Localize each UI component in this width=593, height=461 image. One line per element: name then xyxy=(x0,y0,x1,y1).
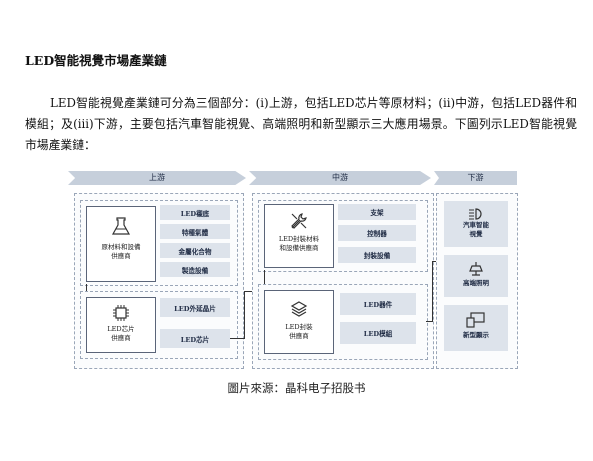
app-new-display: 新型顯示 xyxy=(444,305,508,351)
chip-icon xyxy=(113,305,129,321)
led-chip-supplier: LED芯片 供應商 xyxy=(86,297,156,353)
phase-upstream: 上游 xyxy=(68,171,246,185)
raw-material-supplier: 原材料和設備 供應商 xyxy=(86,206,156,282)
connector-up-mid-v xyxy=(244,291,245,339)
arrow-midstream-down xyxy=(264,270,265,284)
chip-packaging-equipment: 封裝設備 xyxy=(338,247,416,263)
led-packaging-supplier: LED封裝 供應商 xyxy=(264,290,334,354)
chip-controller: 控制器 xyxy=(338,225,416,241)
chip-led-device: LED器件 xyxy=(340,293,416,315)
raw-material-supplier-label-1: 原材料和設備 xyxy=(101,243,141,251)
raw-material-supplier-label-2: 供應商 xyxy=(111,252,131,260)
phase-downstream: 下游 xyxy=(434,171,517,185)
app-automotive-label-1: 汽車智能 xyxy=(463,221,489,229)
led-chip-supplier-label-1: LED芯片 xyxy=(107,325,135,333)
figure-caption: 圖片來源：晶科电子招股书 xyxy=(227,381,366,395)
headlight-icon xyxy=(469,208,482,220)
chip-led-epitaxial-wafer: LED外延晶片 xyxy=(160,298,230,317)
led-packaging-supplier-label-2: 供應商 xyxy=(289,332,309,340)
app-lighting-label: 高端照明 xyxy=(463,279,489,287)
packaging-material-supplier: LED封裝材料 和設備供應商 xyxy=(264,204,334,268)
arrow-upstream-down xyxy=(86,284,87,294)
industry-chain-diagram: 上游 中游 下游 原材料和設備 供應商 LED襯底 特種氣體 金屬化合物 製造設… xyxy=(68,171,518,369)
connector-up-mid-h1 xyxy=(230,338,244,339)
packaging-material-supplier-label-1: LED封裝材料 xyxy=(278,235,320,243)
app-high-end-lighting: 高端照明 xyxy=(444,255,508,297)
led-packaging-supplier-label-1: LED封裝 xyxy=(285,323,313,331)
app-display-label: 新型顯示 xyxy=(463,331,489,339)
body-paragraph: LED智能視覺產業鏈可分為三個部分：(i)上游，包括LED芯片等原材料；(ii)… xyxy=(25,96,577,152)
chip-led-substrate: LED襯底 xyxy=(160,205,230,220)
display-icon xyxy=(466,312,485,328)
chip-led-module: LED模組 xyxy=(340,322,416,344)
flask-icon xyxy=(111,217,131,235)
led-chip-supplier-label-2: 供應商 xyxy=(111,334,131,342)
chip-led-chip: LED芯片 xyxy=(160,329,230,348)
app-automotive-vision: 汽車智能 視覺 xyxy=(444,201,508,247)
chip-bracket: 支架 xyxy=(338,204,416,220)
connector-mid-down-v xyxy=(432,261,433,322)
connector-mid-down-h1 xyxy=(426,321,432,322)
tools-icon xyxy=(291,213,307,229)
chip-metal-compound: 金屬化合物 xyxy=(160,243,230,258)
chip-manufacturing-equipment: 製造設備 xyxy=(160,262,230,277)
chip-special-gas: 特種氣體 xyxy=(160,224,230,239)
layers-icon xyxy=(290,301,308,317)
section-heading: LED智能視覺市場產業鏈 xyxy=(25,53,167,68)
lamp-icon xyxy=(469,262,483,276)
phase-midstream: 中游 xyxy=(249,171,431,185)
packaging-material-supplier-label-2: 和設備供應商 xyxy=(279,244,319,252)
app-automotive-label-2: 視覺 xyxy=(469,230,483,238)
